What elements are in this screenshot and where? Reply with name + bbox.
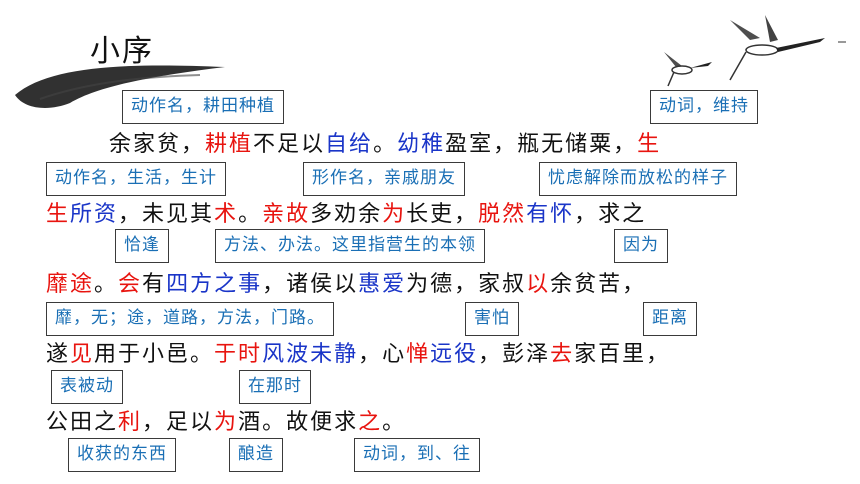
annotation-note: 距离 bbox=[643, 302, 697, 336]
text-segment: 有怀 bbox=[526, 202, 575, 227]
annotation-note: 动词，维持 bbox=[650, 90, 758, 124]
text-segment: 为 bbox=[382, 202, 407, 227]
flying-cranes-illustration bbox=[664, 15, 846, 87]
text-segment: 。 bbox=[238, 202, 263, 227]
text-segment: 远役 bbox=[430, 342, 479, 367]
text-segment: 生 bbox=[637, 132, 662, 157]
annotation-note: 动词，到、往 bbox=[354, 438, 480, 472]
text-segment: 四方之事 bbox=[166, 272, 263, 297]
text-segment: 家百里， bbox=[574, 342, 671, 367]
text-segment: 于时 bbox=[214, 342, 263, 367]
annotation-note: 收获的东西 bbox=[68, 438, 176, 472]
annotation-note: 形作名，亲戚朋友 bbox=[303, 162, 465, 196]
text-segment: 不足以 bbox=[253, 132, 326, 157]
annotation-note: 靡，无；途，道路，方法，门路。 bbox=[46, 302, 334, 336]
text-segment: 。 bbox=[94, 272, 119, 297]
text-segment: ，心 bbox=[358, 342, 407, 367]
text-segment: 多劝余 bbox=[310, 202, 383, 227]
text-line: 余家贫，耕植不足以自给。幼稚盈室，瓶无储粟，生 bbox=[109, 126, 661, 158]
annotation-note: 酿造 bbox=[229, 438, 283, 472]
annotation-note: 恰逢 bbox=[115, 229, 169, 263]
text-segment: 以 bbox=[526, 272, 551, 297]
annotation-note: 表被动 bbox=[51, 370, 123, 404]
text-segment: 盈室，瓶无储粟， bbox=[445, 132, 638, 157]
annotation-note: 因为 bbox=[614, 229, 668, 263]
text-line: 生所资，未见其术。亲故多劝余为长吏，脱然有怀，求之 bbox=[46, 196, 646, 228]
text-segment: 为 bbox=[214, 410, 239, 435]
text-segment: ，诸侯以 bbox=[262, 272, 359, 297]
text-segment: 靡途 bbox=[46, 272, 95, 297]
text-segment: 遂 bbox=[46, 342, 71, 367]
text-segment: 有 bbox=[142, 272, 167, 297]
text-segment: 。 bbox=[373, 132, 398, 157]
text-segment: 风波未静 bbox=[262, 342, 359, 367]
text-segment: 亲故 bbox=[262, 202, 311, 227]
text-segment: 之 bbox=[358, 410, 383, 435]
ink-brush-stroke bbox=[15, 65, 225, 108]
text-segment: 耕植 bbox=[205, 132, 254, 157]
annotation-note: 害怕 bbox=[465, 302, 519, 336]
text-segment: 见 bbox=[70, 342, 95, 367]
text-segment: 惠爱 bbox=[358, 272, 407, 297]
text-segment: 脱然 bbox=[478, 202, 527, 227]
text-segment: 利 bbox=[118, 410, 143, 435]
annotation-note: 动作名，生活，生计 bbox=[46, 162, 226, 196]
text-segment: 自给 bbox=[325, 132, 374, 157]
text-segment: ，彭泽 bbox=[478, 342, 551, 367]
text-segment: 生 bbox=[46, 202, 71, 227]
text-line: 公田之利，足以为酒。故便求之。 bbox=[46, 404, 406, 436]
annotation-note: 忧虑解除而放松的样子 bbox=[539, 162, 737, 196]
text-segment: 惮 bbox=[406, 342, 431, 367]
annotation-note: 在那时 bbox=[239, 370, 311, 404]
text-segment: 用于小邑。 bbox=[94, 342, 215, 367]
annotation-note: 动作名，耕田种植 bbox=[122, 90, 284, 124]
text-segment: 幼稚 bbox=[397, 132, 446, 157]
text-segment: ，足以 bbox=[142, 410, 215, 435]
text-segment: ，求之 bbox=[574, 202, 647, 227]
text-segment: 余贫苦， bbox=[550, 272, 647, 297]
text-line: 靡途。会有四方之事，诸侯以惠爱为德，家叔以余贫苦， bbox=[46, 266, 646, 298]
text-segment: 。 bbox=[382, 410, 407, 435]
text-segment: 会 bbox=[118, 272, 143, 297]
text-segment: 为德，家叔 bbox=[406, 272, 527, 297]
page-title: 小序 bbox=[90, 34, 154, 69]
annotation-note: 方法、办法。这里指营生的本领 bbox=[215, 229, 485, 263]
text-segment: 术 bbox=[214, 202, 239, 227]
text-segment: 长吏， bbox=[406, 202, 479, 227]
text-line: 遂见用于小邑。于时风波未静，心惮远役，彭泽去家百里， bbox=[46, 336, 670, 368]
text-segment: 所资 bbox=[70, 202, 119, 227]
text-segment: 酒。故便求 bbox=[238, 410, 359, 435]
text-segment: 公田之 bbox=[46, 410, 119, 435]
text-segment: 余家贫， bbox=[109, 132, 206, 157]
text-segment: 去 bbox=[550, 342, 575, 367]
text-segment: ，未见其 bbox=[118, 202, 215, 227]
